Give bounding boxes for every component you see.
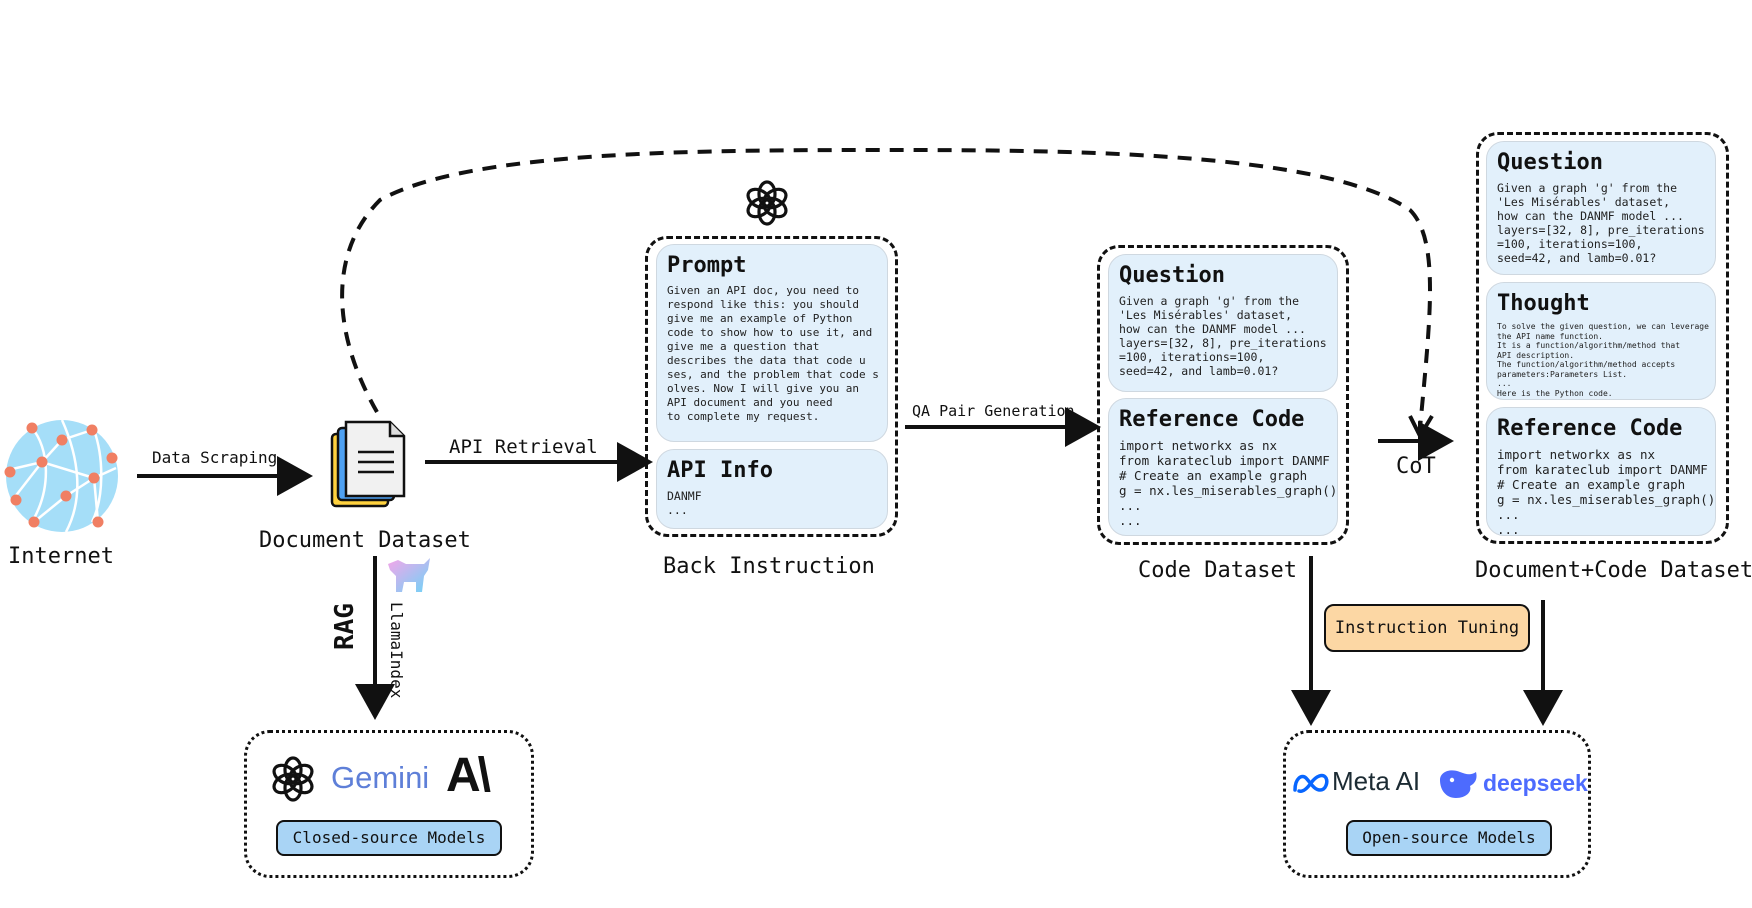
llamaindex-icon <box>388 558 430 592</box>
deepseek-icon <box>1440 770 1477 798</box>
edge-llamaindex-label: LlamaIndex <box>387 602 406 699</box>
code-reference-card: Reference Code import networkx as nx fro… <box>1108 398 1338 536</box>
code-question-text: Given a graph 'g' from the 'Les Misérabl… <box>1119 294 1327 378</box>
edge-cot-label: CoT <box>1396 454 1436 479</box>
closed-source-models-label: Closed-source Models <box>276 820 502 856</box>
document-code-dataset-group <box>1476 132 1729 544</box>
doccode-thought-card: Thought To solve the given question, we … <box>1486 282 1716 400</box>
dashed-curve-document-to-cot <box>340 147 1432 429</box>
prompt-text: Given an API doc, you need to respond li… <box>667 284 879 423</box>
node-internet-label: Internet <box>8 544 114 569</box>
api-info-title: API Info <box>667 458 773 483</box>
edge-qa-pair-generation-label: QA Pair Generation <box>912 402 1075 420</box>
open-source-models-label: Open-source Models <box>1346 820 1552 856</box>
prompt-card: Prompt Given an API doc, you need to res… <box>656 244 888 442</box>
doccode-question-title: Question <box>1497 150 1603 175</box>
back-instruction-group <box>645 236 898 537</box>
api-info-text: DANMF ... <box>667 489 702 517</box>
doccode-question-text: Given a graph 'g' from the 'Les Misérabl… <box>1497 181 1705 265</box>
node-code-dataset-label: Code Dataset <box>1138 558 1297 583</box>
openai-icon <box>746 180 788 226</box>
code-question-title: Question <box>1119 263 1225 288</box>
node-back-instruction-label: Back Instruction <box>663 554 875 579</box>
meta-icon <box>1293 773 1329 793</box>
meta-ai-logo-text: Meta AI <box>1332 766 1421 796</box>
prompt-title: Prompt <box>667 253 747 278</box>
code-reference-text: import networkx as nx from karateclub im… <box>1119 438 1338 528</box>
node-document-code-dataset-label: Document+Code Dataset <box>1475 558 1752 583</box>
doccode-reference-title: Reference Code <box>1497 416 1683 441</box>
doccode-thought-text: To solve the given question, we can leve… <box>1497 322 1709 398</box>
doccode-question-card: Question Given a graph 'g' from the 'Les… <box>1486 141 1716 275</box>
instruction-tuning-label: Instruction Tuning <box>1324 604 1530 652</box>
anthropic-icon: A\ <box>446 749 491 802</box>
code-question-card: Question Given a graph 'g' from the 'Les… <box>1108 254 1338 392</box>
edge-rag-label: RAG <box>330 603 360 650</box>
closed-source-models-group <box>244 730 534 878</box>
globe-icon <box>4 419 118 533</box>
deepseek-logo-text: deepseek <box>1483 770 1588 796</box>
open-source-models-group <box>1283 730 1591 878</box>
doccode-reference-text: import networkx as nx from karateclub im… <box>1497 447 1716 537</box>
doccode-reference-card: Reference Code import networkx as nx fro… <box>1486 407 1716 537</box>
doccode-thought-title: Thought <box>1497 291 1590 316</box>
code-reference-title: Reference Code <box>1119 407 1305 432</box>
edge-api-retrieval-label: API Retrieval <box>449 436 598 458</box>
node-document-dataset-label: Document Dataset <box>259 528 471 553</box>
document-icon <box>330 420 406 508</box>
code-dataset-group <box>1097 245 1349 545</box>
gemini-icon: Gemini <box>331 760 430 795</box>
edge-data-scraping-label: Data Scraping <box>152 448 278 467</box>
openai-icon <box>272 756 314 802</box>
api-info-card: API Info DANMF ... <box>656 449 888 529</box>
